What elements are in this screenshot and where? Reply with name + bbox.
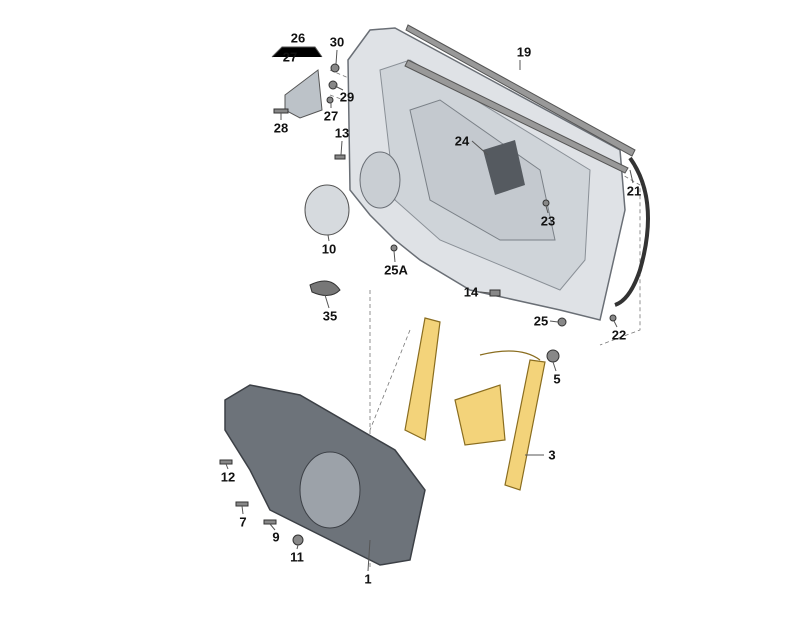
label-12: 12 bbox=[220, 469, 236, 485]
label-24: 24 bbox=[454, 133, 470, 149]
leader-lines bbox=[225, 46, 634, 572]
label-19: 19 bbox=[516, 44, 532, 60]
label-5: 5 bbox=[553, 371, 561, 387]
label-21: 21 bbox=[626, 183, 642, 199]
label-14: 14 bbox=[463, 284, 479, 300]
window-seal-19 bbox=[404, 24, 636, 174]
label-28: 28 bbox=[273, 120, 289, 136]
label-9: 9 bbox=[272, 529, 280, 545]
label-25a: 25A bbox=[384, 262, 408, 278]
label-23: 23 bbox=[540, 213, 556, 229]
carrier-plate bbox=[224, 384, 426, 566]
label-11: 11 bbox=[290, 549, 304, 565]
label-29: 29 bbox=[339, 89, 355, 105]
label-22: 22 bbox=[611, 327, 627, 343]
speaker-cover bbox=[304, 184, 350, 236]
label-30: 30 bbox=[329, 34, 345, 50]
label-3: 3 bbox=[548, 447, 556, 463]
mirror-trim bbox=[284, 69, 323, 119]
door-inner-panel bbox=[347, 27, 626, 321]
label-25: 25 bbox=[533, 313, 549, 329]
label-13: 13 bbox=[334, 125, 350, 141]
window-regulator bbox=[404, 317, 546, 491]
label-7: 7 bbox=[239, 514, 247, 530]
label-27-b: 27 bbox=[323, 108, 339, 124]
label-10: 10 bbox=[321, 241, 337, 257]
label-27: 27 bbox=[282, 49, 298, 65]
label-1: 1 bbox=[364, 571, 372, 587]
label-35: 35 bbox=[322, 308, 338, 324]
label-26: 26 bbox=[290, 30, 306, 46]
clip-35 bbox=[309, 280, 341, 296]
seal-21 bbox=[614, 156, 650, 307]
